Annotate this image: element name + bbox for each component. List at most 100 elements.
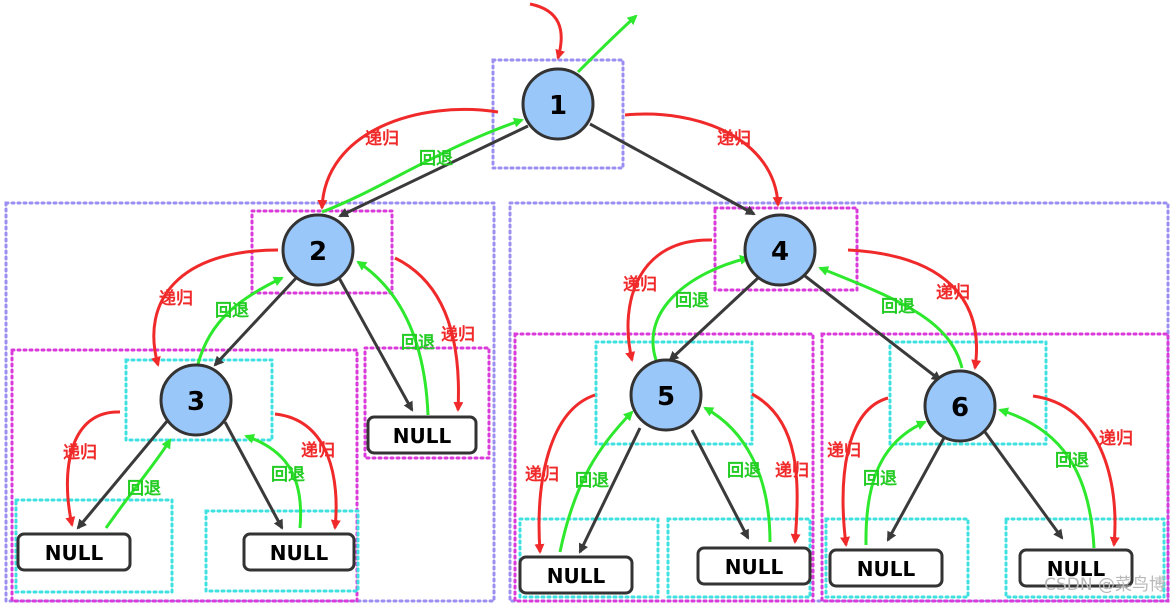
recurse-label: 递归 — [827, 440, 861, 461]
recursion-arrows — [65, 2, 1120, 554]
node-1: 1 — [521, 67, 595, 141]
null-label: NULL — [547, 564, 606, 588]
recurse-label: 递归 — [525, 464, 559, 485]
recurse-arrow-5-null-right — [751, 392, 801, 544]
backtrack-label: 回退 — [1055, 451, 1089, 471]
backtrack-arrow-3-2 — [196, 276, 284, 365]
edge-3-null-right — [223, 421, 284, 530]
null-label: NULL — [725, 555, 784, 579]
node-4: 4 — [743, 213, 817, 287]
recurse-label: 递归 — [936, 282, 970, 303]
backtrack-label: 回退 — [575, 471, 609, 491]
null-box-3-right: NULL — [242, 532, 356, 572]
edge-5-null-left — [578, 427, 642, 554]
null-label: NULL — [857, 557, 916, 581]
recurse-label: 递归 — [775, 460, 809, 481]
recurse-arrow-3-null-right — [274, 412, 341, 530]
recurse-label: 递归 — [717, 128, 751, 149]
edge-6-null-left — [886, 435, 947, 542]
backtrack-arrow-null-2 — [356, 260, 430, 416]
edge-6-null-right — [983, 431, 1064, 540]
recurse-arrow-6-null-right — [1032, 394, 1120, 547]
backtrack-arrows — [104, 14, 1096, 553]
backtrack-label: 回退 — [675, 291, 709, 311]
box-root — [491, 58, 625, 170]
recurse-arrow-2-null — [394, 256, 464, 412]
node-4-label: 4 — [771, 237, 789, 267]
recurse-label: 递归 — [1099, 428, 1133, 449]
edge-2-null — [336, 275, 414, 412]
backtrack-label: 回退 — [215, 301, 249, 321]
backtrack-arrow-exit — [576, 14, 638, 74]
box-right-subtree — [508, 201, 1170, 603]
backtrack-label: 回退 — [727, 461, 761, 481]
backtrack-arrow-null-5-left — [558, 410, 634, 553]
node-3-label: 3 — [187, 387, 205, 417]
recurse-label: 递归 — [159, 288, 193, 309]
grouping-boxes — [4, 58, 1170, 603]
box-node-5 — [594, 340, 754, 446]
recurse-arrow-entry — [529, 2, 566, 60]
edge-2-3 — [213, 274, 300, 367]
backtrack-labels: 回退 回退 回退 回退 回退 回退 回退 回退 回退 回退 回退 — [127, 149, 1089, 499]
box-node-6 — [888, 340, 1048, 446]
box-null-3-left — [14, 498, 174, 594]
recurse-arrow-5-null-left — [534, 393, 596, 554]
null-box-2-right: NULL — [366, 415, 478, 455]
backtrack-arrow-null-6-right — [998, 407, 1096, 549]
backtrack-label: 回退 — [271, 465, 305, 485]
recurse-arrow-1-2 — [317, 108, 499, 210]
edge-4-6 — [804, 274, 942, 382]
null-box-3-left: NULL — [16, 532, 132, 572]
null-label: NULL — [393, 424, 452, 448]
null-label: NULL — [45, 541, 104, 565]
null-box-6-left: NULL — [828, 548, 944, 588]
watermark: CSDN @菜鸟博 — [1044, 575, 1166, 595]
box-null-6-left — [824, 517, 970, 599]
tree-edges — [76, 122, 1064, 554]
recurse-arrow-2-3 — [151, 248, 279, 367]
recursion-labels: 递归 递归 递归 递归 递归 递归 递归 递归 递归 递归 递归 递归 — [63, 128, 1133, 485]
node-1-label: 1 — [549, 91, 567, 121]
edge-3-null-left — [76, 419, 170, 530]
node-2: 2 — [281, 213, 355, 287]
backtrack-arrow-6-4 — [818, 266, 964, 369]
recurse-arrow-3-null-left — [65, 410, 121, 527]
null-box-5-left: NULL — [518, 555, 634, 595]
recurse-label: 递归 — [441, 324, 475, 345]
backtrack-arrow-null-5-right — [703, 406, 772, 543]
recurse-arrow-6-null-left — [840, 396, 889, 547]
backtrack-label: 回退 — [401, 333, 435, 353]
edge-5-null-right — [690, 429, 750, 540]
backtrack-arrow-null-3-right — [244, 433, 303, 529]
node-6: 6 — [923, 369, 997, 443]
box-node-4 — [713, 206, 859, 292]
box-null-2-right — [363, 346, 491, 460]
backtrack-label: 回退 — [881, 297, 915, 317]
backtrack-label: 回退 — [127, 479, 161, 499]
box-null-5-left — [518, 517, 660, 599]
null-label: NULL — [1047, 557, 1106, 581]
node-3: 3 — [159, 363, 233, 437]
recurse-arrow-4-6 — [847, 248, 982, 370]
box-node-3-subtree — [10, 348, 359, 603]
recurse-label: 递归 — [365, 128, 399, 149]
backtrack-label: 回退 — [419, 149, 453, 169]
recurse-label: 递归 — [301, 440, 335, 461]
backtrack-arrow-5-4 — [651, 255, 750, 361]
node-5-label: 5 — [657, 382, 675, 412]
backtrack-arrow-null-3-left — [104, 438, 172, 529]
null-box-5-right: NULL — [696, 546, 812, 586]
null-box-6-right: NULL — [1018, 548, 1134, 588]
recurse-arrow-1-4 — [624, 112, 783, 207]
node-5: 5 — [629, 358, 703, 432]
recurse-label: 递归 — [623, 274, 657, 295]
backtrack-label: 回退 — [863, 469, 897, 489]
box-null-3-right — [204, 509, 360, 593]
tree-nodes: 1 2 3 4 5 6 — [159, 67, 997, 443]
recurse-label: 递归 — [63, 442, 97, 463]
backtrack-arrow-2-1 — [321, 117, 524, 214]
backtrack-arrow-null-6-left — [864, 420, 927, 546]
box-node-6-subtree — [820, 332, 1170, 603]
